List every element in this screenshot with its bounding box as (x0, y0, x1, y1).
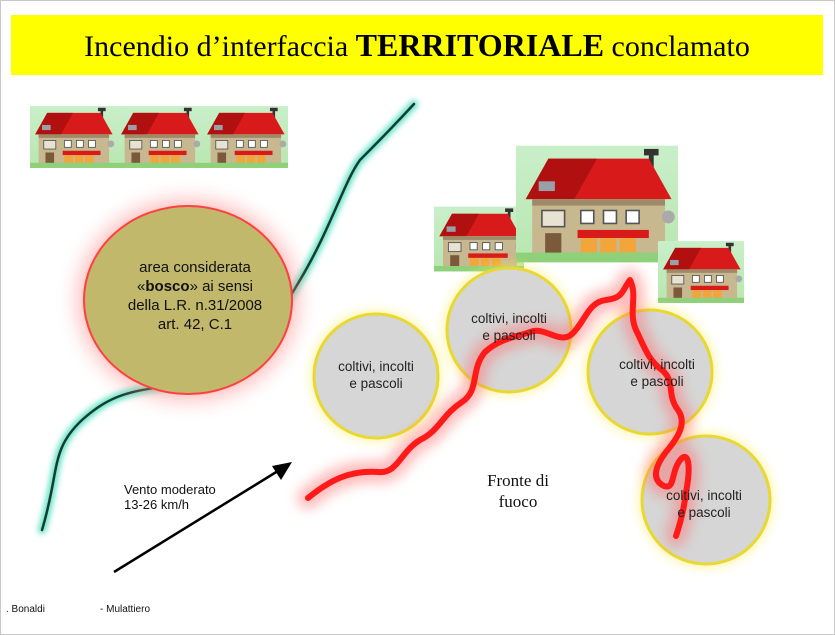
credit-right: - Mulattiero (100, 604, 151, 615)
wind-label: Vento moderato 13-26 km/h (124, 482, 216, 512)
field-label: coltivi, incolti e pascoli (449, 310, 569, 344)
wood-area-circle (78, 200, 298, 400)
field-label-line-1: coltivi, incolti (666, 488, 742, 503)
title-part-1: Incendio d’interfaccia (84, 29, 356, 63)
fire-front-line-2: fuoco (498, 492, 538, 511)
wood-area-label: area considerata «bosco» ai sensi della … (100, 258, 290, 334)
title-emphasis: TERRITORIALE (355, 26, 605, 63)
fire-front-label: Fronte di fuoco (478, 470, 558, 512)
house-icon (116, 105, 202, 169)
wind-label-line-1: Vento moderato (124, 482, 216, 497)
wood-area-line-2-rest: ai sensi (197, 278, 253, 295)
wood-keyword: bosco (145, 278, 190, 295)
field-label-line-2: e pascoli (630, 374, 684, 389)
title-bar: Incendio d’interfaccia TERRITORIALE conc… (11, 15, 823, 75)
wood-area-line-1: area considerata (139, 259, 251, 276)
quote-open: « (137, 278, 146, 295)
field-label-line-1: coltivi, incolti (471, 311, 547, 326)
field-label-line-2: e pascoli (349, 376, 403, 391)
wind-arrow-icon (113, 462, 292, 574)
wood-area-line-2: «bosco» ai sensi (100, 277, 290, 296)
quote-close: » (189, 278, 198, 295)
field-label-line-2: e pascoli (482, 328, 536, 343)
field-label-line-2: e pascoli (677, 505, 731, 520)
fire-front-line-1: Fronte di (487, 471, 549, 490)
house-icon (30, 105, 116, 169)
title-part-2: conclamato (604, 29, 750, 63)
credit-left: . Bonaldi (6, 604, 45, 615)
field-label-line-1: coltivi, incolti (338, 359, 414, 374)
field-label: coltivi, incolti e pascoli (316, 358, 436, 392)
wood-area-line-3: della L.R. n.31/2008 (127, 297, 263, 314)
page-title: Incendio d’interfaccia TERRITORIALE conc… (84, 27, 750, 64)
field-label-line-1: coltivi, incolti (619, 357, 695, 372)
house-icon (658, 240, 744, 304)
fire-front-line (297, 269, 700, 547)
field-label: coltivi, incolti e pascoli (644, 487, 764, 521)
house-icon (434, 206, 524, 272)
field-label: coltivi, incolti e pascoli (597, 356, 717, 390)
wind-speed: 13-26 km/h (124, 497, 190, 512)
wood-area-line-4: art. 42, C.1 (157, 316, 233, 333)
house-icon (202, 105, 288, 169)
field-circle (312, 312, 440, 440)
large-house-icon (516, 144, 678, 264)
